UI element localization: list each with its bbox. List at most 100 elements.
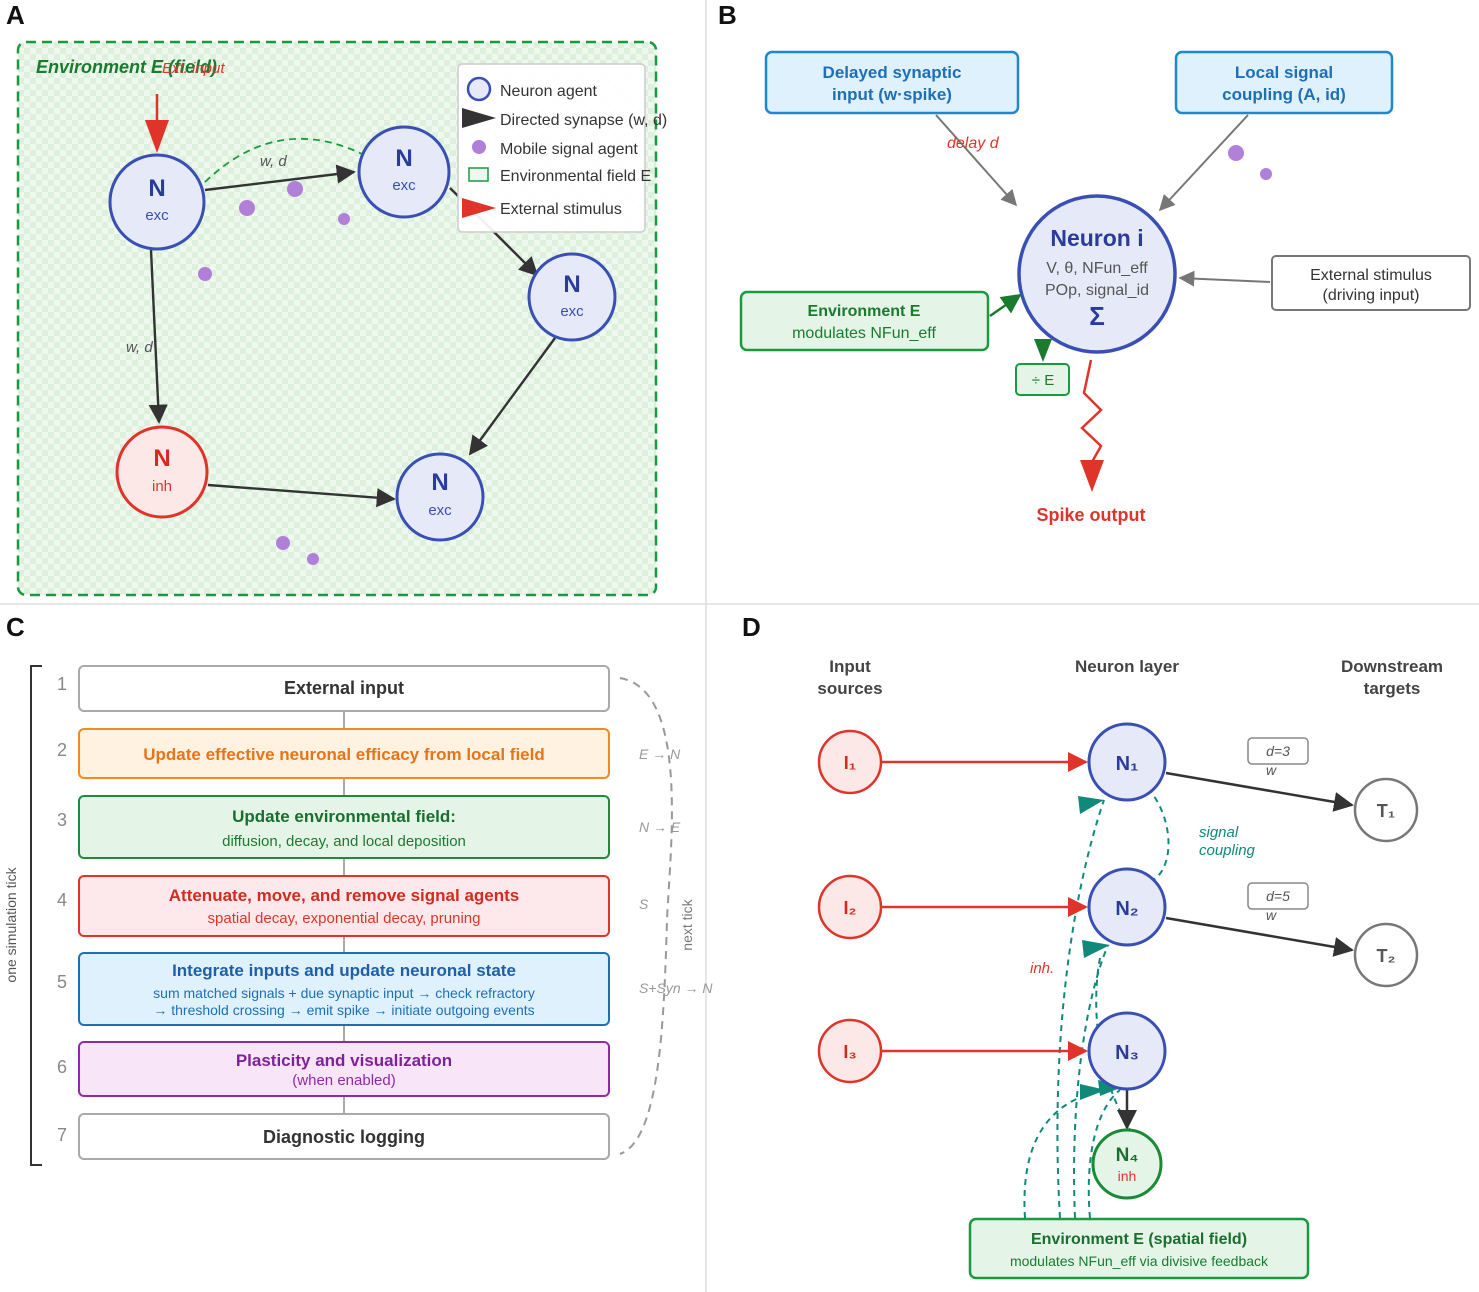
neuron-label: N — [431, 469, 448, 496]
step-number: 1 — [57, 674, 67, 694]
coupling-label-1: signal — [1199, 824, 1239, 841]
ext-input-label: Ext. input — [162, 60, 225, 77]
panel-b-letter: B — [718, 0, 737, 30]
neuron-type: exc — [145, 207, 169, 224]
target-node-1: T₁ — [1353, 777, 1419, 843]
step-1: 1 External input — [57, 665, 610, 712]
edge-n3-n5 — [468, 337, 556, 456]
divisive-label: ÷ E — [1032, 372, 1054, 389]
local-signal-arrow — [1158, 114, 1249, 212]
step-7: 7 Diagnostic logging — [57, 1113, 610, 1160]
legend-field-label: Environmental field E — [500, 168, 651, 185]
signal-agent — [276, 536, 290, 550]
external-stimulus-arrow — [1178, 270, 1271, 287]
next-tick-label: next tick — [679, 898, 695, 950]
edge-n4-n5 — [207, 483, 396, 508]
neuron-i: Neuron i V, θ, NFun_eff POp, signal_id Σ — [1017, 194, 1177, 354]
output-edge-1 — [1165, 771, 1354, 812]
panel-d: D Input sources Neuron layer Downstream … — [742, 612, 1443, 1280]
step-6: 6 Plasticity and visualization (when ena… — [57, 1041, 610, 1097]
panel-c-letter: C — [6, 612, 25, 642]
side-label: S+Syn → N — [639, 980, 713, 996]
neuron-node-3: N₃ — [1087, 1011, 1167, 1091]
col-header-target-1: Downstream — [1341, 657, 1443, 676]
edge-n1-n4 — [148, 249, 168, 424]
signal-agent — [307, 553, 319, 565]
edge-dashed-curve — [204, 137, 371, 183]
neuron-type: inh — [152, 478, 172, 495]
target-node-2: T₂ — [1353, 922, 1419, 988]
tick-bracket — [30, 665, 42, 1166]
neuron-node-label: N₂ — [1115, 898, 1138, 920]
input-node-1: I₁ — [817, 729, 883, 795]
environment-label: Environment E (field) — [36, 57, 217, 77]
external-stimulus-line2: (driving input) — [1323, 287, 1420, 304]
next-tick-curve — [619, 677, 673, 1155]
divisive-box — [1015, 363, 1070, 396]
local-signal-line2: coupling (A, id) — [1222, 85, 1346, 104]
divisive-arrow-head — [1034, 339, 1052, 362]
legend-stimulus-label: External stimulus — [500, 201, 622, 218]
input-node-label: I₃ — [843, 1042, 856, 1062]
legend-synapse-label: Directed synapse (w, d) — [500, 112, 667, 129]
neuron-i-vars1: V, θ, NFun_eff — [1046, 260, 1148, 277]
legend-field-swatch — [468, 167, 489, 182]
step-2: 2 Update effective neuronal efficacy fro… — [57, 728, 610, 779]
edge-label-top: w, d — [260, 153, 287, 170]
legend-neuron-label: Neuron agent — [500, 83, 598, 100]
feedback-arrow — [1082, 940, 1110, 958]
step-title: Diagnostic logging — [263, 1127, 425, 1147]
environment-box — [739, 290, 990, 352]
neuron-node-label: N₃ — [1115, 1042, 1139, 1064]
input-node-label: I₂ — [844, 898, 857, 918]
delay-tag-2 — [1247, 882, 1309, 910]
spike-zigzag — [1080, 359, 1103, 463]
col-header-target-2: targets — [1364, 679, 1421, 698]
feedback-arrow — [1080, 1084, 1106, 1100]
neuron-node-4-inh: N₄ inh — [1091, 1128, 1163, 1200]
target-node-label: T₂ — [1377, 946, 1396, 966]
neuron-node-type: inh — [1118, 1168, 1137, 1184]
panel-a: A Environment E (field) Ext. input w, d … — [6, 0, 667, 597]
signal-agent — [239, 200, 255, 216]
spike-arrow-head — [1080, 460, 1104, 492]
col-header-input-2: sources — [817, 679, 882, 698]
neuron-type: exc — [428, 502, 452, 519]
legend-neuron-swatch — [466, 76, 492, 102]
step-title: Update effective neuronal efficacy from … — [143, 745, 545, 764]
delay-tag-2-w: w — [1266, 907, 1277, 923]
step-number: 5 — [57, 972, 67, 992]
delay-tag-2-d: d=5 — [1266, 888, 1290, 904]
delayed-input-arrow — [935, 114, 1018, 207]
delay-label: delay d — [947, 135, 1000, 152]
step-subtitle: spatial decay, exponential decay, prunin… — [208, 910, 481, 927]
environment-line1: Environment E — [808, 303, 921, 320]
col-header-neuron: Neuron layer — [1075, 657, 1179, 676]
step-number: 6 — [57, 1057, 67, 1077]
delayed-input-line1: Delayed synaptic — [823, 63, 962, 82]
input-node-2: I₂ — [817, 874, 883, 940]
external-stimulus-line1: External stimulus — [1310, 267, 1432, 284]
neuron-label: N — [395, 145, 412, 172]
environment-arrow — [989, 293, 1022, 318]
side-label: E → N — [639, 746, 681, 762]
environment-field-box — [968, 1217, 1310, 1280]
step-4: 4 Attenuate, move, and remove signal age… — [57, 875, 610, 937]
neuron-exc-4: N exc — [395, 452, 485, 542]
input-node-3: I₃ — [817, 1018, 883, 1084]
panel-d-letter: D — [742, 612, 761, 642]
neuron-i-sigma: Σ — [1089, 301, 1105, 331]
step-subtitle: (when enabled) — [292, 1072, 395, 1089]
step-number: 4 — [57, 890, 67, 910]
coupling-label-2: coupling — [1199, 842, 1256, 859]
signal-agent — [198, 267, 212, 281]
neuron-exc-2: N exc — [357, 125, 451, 219]
feedback-arrow — [1078, 796, 1104, 814]
side-label: S — [639, 896, 649, 912]
target-node-label: T₁ — [1377, 801, 1395, 821]
external-stimulus-head — [145, 120, 169, 153]
step-5: 5 Integrate inputs and update neuronal s… — [57, 952, 610, 1026]
neuron-label: N — [153, 445, 170, 472]
edge-n1-n2 — [204, 164, 356, 192]
step-subtitle-2: → threshold crossing → emit spike → init… — [153, 1002, 534, 1018]
